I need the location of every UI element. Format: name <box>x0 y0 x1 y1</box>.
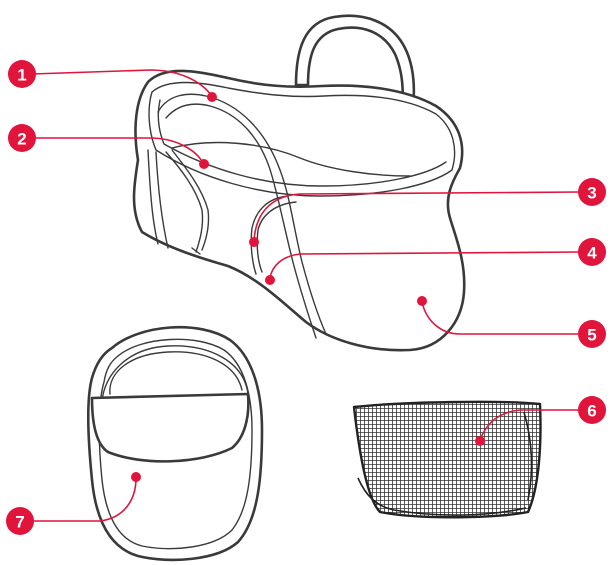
callout-3-label: 3 <box>587 184 596 203</box>
callout-2: 2 <box>8 124 36 152</box>
mesh-panel-outline <box>354 402 541 517</box>
callout-4-label: 4 <box>587 244 597 263</box>
callout-4: 4 <box>578 238 606 266</box>
carrycot-basket <box>134 16 464 350</box>
callout-2-dot <box>199 159 209 169</box>
callout-1-label: 1 <box>17 66 26 85</box>
callout-5-label: 5 <box>587 326 596 345</box>
callout-1: 1 <box>8 60 36 88</box>
callout-1-dot <box>207 92 217 102</box>
callout-6: 6 <box>578 396 606 424</box>
mesh-panel <box>354 402 541 517</box>
storage-bag-flap <box>92 394 248 461</box>
callout-5-dot <box>417 296 427 306</box>
callout-6-dot <box>475 436 485 446</box>
callout-3-dot <box>249 237 259 247</box>
storage-bag <box>88 327 262 560</box>
callout-7-dot <box>131 472 141 482</box>
callout-7-label: 7 <box>15 513 24 532</box>
callout-5: 5 <box>578 320 606 348</box>
callout-2-label: 2 <box>17 130 26 149</box>
basket-body <box>134 71 464 350</box>
callout-6-label: 6 <box>587 402 596 421</box>
callout-3: 3 <box>578 178 606 206</box>
callout-4-dot <box>265 275 275 285</box>
callout-7: 7 <box>6 507 34 535</box>
